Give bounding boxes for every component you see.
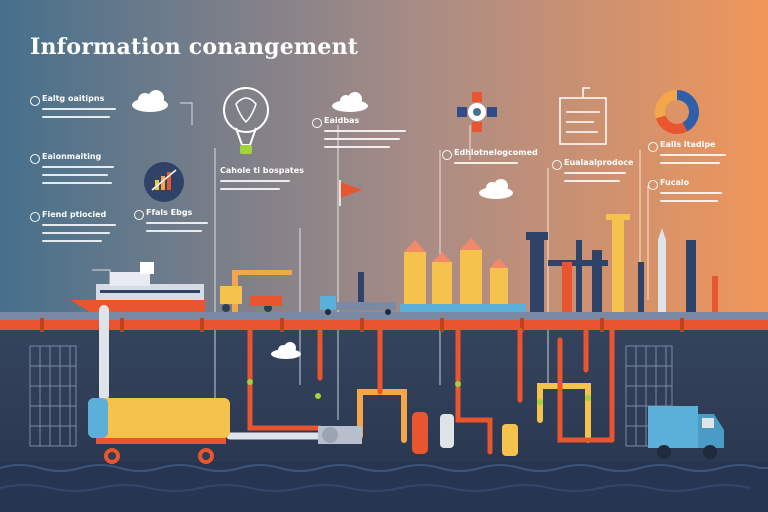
refinery <box>526 214 718 312</box>
document-icon <box>559 87 607 145</box>
cloud-icon <box>271 342 301 359</box>
info-block-label: Ealis ltadipe <box>660 140 716 149</box>
text-line <box>42 224 116 226</box>
number-badge <box>552 160 562 170</box>
number-badge <box>134 210 144 220</box>
info-block-2: Eaionmaiting <box>30 152 120 194</box>
info-block-9: Ealis ltadipe <box>648 140 732 176</box>
text-line <box>660 192 722 194</box>
text-line <box>220 180 290 182</box>
text-line <box>42 182 112 184</box>
info-block-label: Eaidbas <box>324 116 360 125</box>
info-block-3: Fiend ptiocied <box>30 210 120 252</box>
tanker-trailer <box>88 398 230 464</box>
pipe-valves <box>247 379 591 405</box>
text-line <box>564 172 626 174</box>
cloud-icon <box>479 179 513 199</box>
surface-strip <box>0 312 768 320</box>
text-line <box>660 200 718 202</box>
info-block-label: Fiend ptiocied <box>42 210 107 219</box>
lightbulb-icon <box>223 87 269 154</box>
info-block-label: Eualaalprodoce <box>564 158 634 167</box>
text-line <box>42 174 108 176</box>
info-block-label: Cahole ti bospates <box>220 166 304 175</box>
water-area <box>0 462 768 512</box>
info-block-5: Cahole ti bospates <box>220 166 304 202</box>
info-block-label: Fucalo <box>660 178 690 187</box>
info-block-7: Edhiotnelogcomed <box>442 148 538 178</box>
text-line <box>220 188 280 190</box>
text-line <box>42 166 114 168</box>
pipe-joints <box>40 318 684 332</box>
gas-cylinders <box>412 412 518 456</box>
page-title: Information conangement <box>30 34 359 60</box>
fence-left <box>29 345 77 447</box>
delivery-truck <box>648 406 724 459</box>
number-badge <box>648 180 658 190</box>
flag-icon <box>339 180 362 206</box>
donut-chart-icon <box>655 90 699 134</box>
pump-unit <box>318 426 362 444</box>
text-line <box>146 230 202 232</box>
info-block-8: Eualaalprodoce <box>552 158 634 194</box>
text-line <box>42 232 110 234</box>
info-block-10: Fucalo <box>648 178 728 214</box>
info-block-label: Ealtg oaitipns <box>42 94 105 103</box>
text-line <box>660 154 726 156</box>
text-line <box>660 162 720 164</box>
info-block-label: Eaionmaiting <box>42 152 102 161</box>
text-line <box>454 162 518 164</box>
fence-right <box>625 345 673 447</box>
number-badge <box>312 118 322 128</box>
number-badge <box>30 154 40 164</box>
text-line <box>42 108 116 110</box>
storage-silos <box>400 238 526 312</box>
text-line <box>146 222 208 224</box>
info-block-1: Ealtg oaitipns <box>30 94 120 130</box>
underground-pipes <box>99 305 615 455</box>
text-line <box>324 146 390 148</box>
info-block-label: Edhiotnelogcomed <box>454 148 538 157</box>
text-line <box>324 130 406 132</box>
construction-crane <box>220 270 292 312</box>
flatbed-truck <box>320 272 396 315</box>
bar-chart-badge-icon <box>144 162 184 202</box>
text-line <box>324 138 400 140</box>
info-block-label: Ffals Ebgs <box>146 208 193 217</box>
water-waves-2 <box>0 484 751 492</box>
number-badge <box>30 212 40 222</box>
underground-background <box>0 322 768 472</box>
info-block-4: Ffals Ebgs <box>134 208 214 244</box>
number-badge <box>30 96 40 106</box>
water-waves <box>0 464 768 472</box>
gear-icon <box>457 92 497 132</box>
text-line <box>42 240 102 242</box>
number-badge <box>648 142 658 152</box>
text-line <box>564 180 620 182</box>
cloud-icon <box>332 92 368 112</box>
number-badge <box>442 150 452 160</box>
main-pipeline <box>0 320 768 330</box>
cloud-icon <box>132 90 168 112</box>
info-block-6: Eaidbas <box>312 116 412 158</box>
text-line <box>42 116 110 118</box>
